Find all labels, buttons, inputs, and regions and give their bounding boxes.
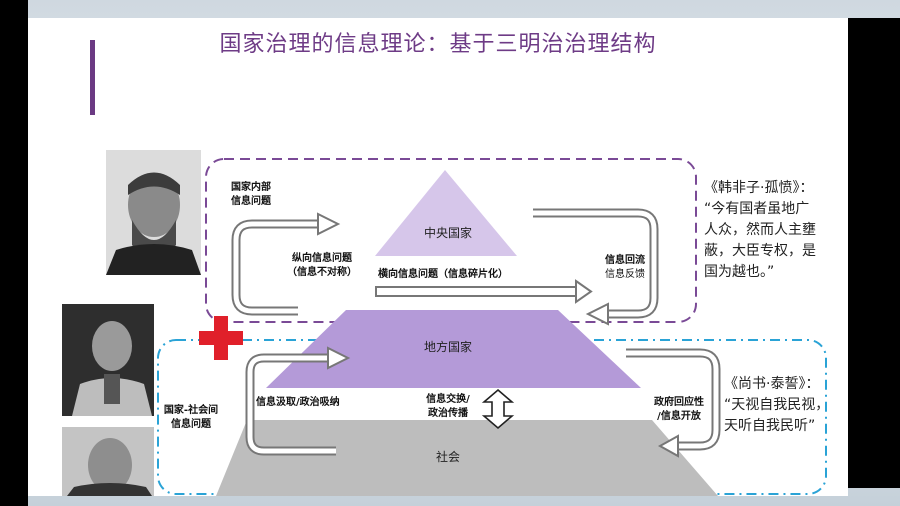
internal-problem-line2: 信息问题 xyxy=(231,196,271,207)
info-exchange-label: 信息交换/ 政治传播 xyxy=(413,393,483,421)
portrait-middle xyxy=(62,304,154,416)
shangshu-line2: 天听自我民听” xyxy=(724,418,816,434)
info-return-right-arrow-inner xyxy=(533,210,657,317)
diagram-canvas xyxy=(157,158,827,496)
info-return-line2: 信息反馈 xyxy=(605,269,645,280)
info-return-right-arrowhead xyxy=(585,302,609,326)
internal-problem-label: 国家内部 信息问题 xyxy=(231,181,271,209)
double-arrow-icon xyxy=(481,388,515,430)
hanfeizi-line3: 蔽，大臣专权，是 xyxy=(704,243,816,259)
response-right-arrow-inner xyxy=(626,350,719,449)
vertical-feedback-left-arrow-inner xyxy=(233,221,318,314)
vertical-problem-line1: 纵向信息问题 xyxy=(292,253,352,264)
hanfeizi-line1: “今有国者虽地广 xyxy=(704,201,810,217)
absorb-left-arrowhead xyxy=(327,346,351,370)
horizontal-problem-label: 横向信息问题（信息碎片化） xyxy=(378,269,508,280)
horizontal-arrowhead xyxy=(575,279,593,304)
info-absorb-label: 信息汲取/政治吸纳 xyxy=(256,397,340,408)
shangshu-quote: 《尚书·泰誓》： “天视自我民视， 天听自我民听” xyxy=(724,374,848,437)
gov-response-line1: 政府回应性 xyxy=(654,397,704,408)
absorb-left-arrow-inner xyxy=(247,355,336,454)
gov-response-line2: /信息开放 xyxy=(657,411,701,422)
left-black-bar xyxy=(0,0,28,506)
state-society-problem-label: 国家-社会间 信息问题 xyxy=(154,404,228,432)
hanfeizi-source: 《韩非子·孤愤》： xyxy=(704,180,814,196)
horizontal-arrow-body xyxy=(375,286,577,297)
pyramid-bottom-tier xyxy=(216,420,718,496)
hanfeizi-line2: 人众，然而人主壅 xyxy=(704,222,816,238)
info-exchange-line2: 政治传播 xyxy=(428,408,468,419)
tier-local-label: 地方国家 xyxy=(423,340,472,354)
vertical-problem-label: 纵向信息问题 （信息不对称） xyxy=(276,252,368,280)
internal-problem-line1: 国家内部 xyxy=(231,182,271,193)
right-black-bar xyxy=(848,18,900,488)
portrait-top xyxy=(106,150,201,275)
state-society-problem-line2: 信息问题 xyxy=(171,419,211,430)
portrait-bottom xyxy=(62,427,154,496)
pyramid-top-tier xyxy=(375,170,517,256)
vertical-problem-line2: （信息不对称） xyxy=(287,267,357,278)
response-right-arrowhead xyxy=(657,434,679,458)
shangshu-source: 《尚书·泰誓》： xyxy=(724,376,820,392)
gov-response-label: 政府回应性 /信息开放 xyxy=(644,396,714,424)
info-return-label: 信息回流 信息反馈 xyxy=(594,254,656,282)
red-cross-icon xyxy=(199,316,243,360)
info-return-line1: 信息回流 xyxy=(605,255,645,266)
hanfeizi-quote: 《韩非子·孤愤》： “今有国者虽地广 人众，然而人主壅 蔽，大臣专权，是 国为越… xyxy=(704,178,844,283)
state-society-problem-line1: 国家-社会间 xyxy=(163,405,219,416)
hanfeizi-line4: 国为越也。” xyxy=(704,264,775,280)
title-accent-bar xyxy=(90,40,95,115)
slide: 国家治理的信息理论：基于三明治治理结构 xyxy=(28,18,848,496)
info-exchange-line1: 信息交换/ xyxy=(426,394,470,405)
slide-title: 国家治理的信息理论：基于三明治治理结构 xyxy=(219,32,657,57)
pyramid-middle-tier xyxy=(266,310,641,388)
tier-society-label: 社会 xyxy=(435,450,460,464)
vertical-feedback-left-arrowhead xyxy=(317,212,341,236)
shangshu-line1: “天视自我民视， xyxy=(724,397,830,413)
tier-central-label: 中央国家 xyxy=(423,226,472,240)
